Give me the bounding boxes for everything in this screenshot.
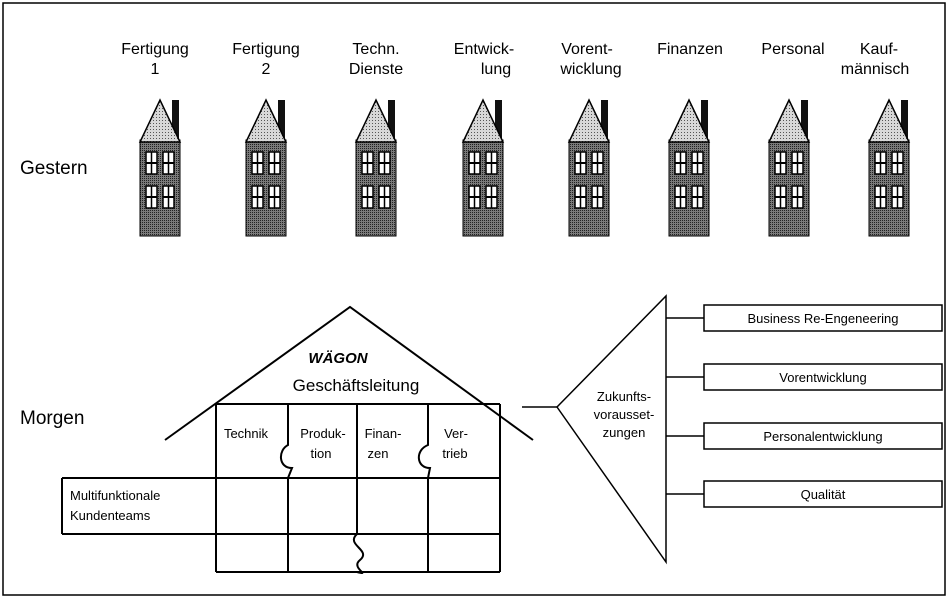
company-house	[61, 305, 534, 574]
triangle-shape	[556, 294, 667, 565]
top-label-8-line2: männisch	[841, 61, 909, 78]
dept-finanzen-line1: Finan-	[365, 426, 402, 441]
building-4	[461, 98, 505, 237]
building-chimney	[601, 100, 608, 140]
building-chimney	[701, 100, 708, 140]
building-3	[354, 98, 398, 237]
divider-finanzen-vertrieb	[417, 404, 432, 572]
building-1	[138, 98, 182, 237]
top-label-5-line1: Vorent-	[561, 41, 613, 58]
building-roof	[354, 98, 398, 143]
building-roof	[244, 98, 288, 143]
row-label-gestern: Gestern	[20, 158, 88, 179]
req-box-1	[703, 304, 943, 332]
future-label-line1: Zukunfts-	[597, 389, 651, 404]
top-label-3-line1: Techn.	[352, 41, 399, 58]
building-roof	[767, 98, 811, 143]
future-label-line3: zungen	[603, 425, 646, 440]
building-chimney	[172, 100, 179, 140]
building-roof	[567, 98, 611, 143]
top-label-2-line2: 2	[262, 61, 271, 78]
building-chimney	[278, 100, 285, 140]
top-label-1-line1: Fertigung	[121, 41, 189, 58]
future-label-line2: vorausset-	[594, 407, 655, 422]
building-7	[767, 98, 811, 237]
building-roof	[461, 98, 505, 143]
top-label-6-line1: Finanzen	[657, 41, 723, 58]
management-label: Geschäftsleitung	[293, 376, 420, 395]
req-box-3	[703, 422, 943, 450]
building-5	[567, 98, 611, 237]
top-labels: Fertigung 1 Fertigung 2 Techn. Dienste E…	[121, 41, 909, 78]
company-logo: WÄGON	[308, 350, 368, 367]
req-label-3: Personalentwicklung	[763, 429, 882, 444]
teams-label-line1: Multifunktionale	[70, 488, 160, 503]
req-label-2: Vorentwicklung	[779, 370, 866, 385]
dept-produktion-line1: Produk-	[300, 426, 346, 441]
top-label-1-line2: 1	[151, 61, 160, 78]
divider-puzzle-knob-bottom	[353, 533, 364, 574]
dept-vertrieb-line1: Ver-	[444, 426, 468, 441]
building-8	[867, 98, 911, 237]
row-label-morgen: Morgen	[20, 408, 84, 429]
dept-finanzen-line2: zen	[368, 446, 389, 461]
building-chimney	[388, 100, 395, 140]
top-label-2-line1: Fertigung	[232, 41, 300, 58]
top-label-4-line1: Entwick-	[454, 41, 514, 58]
building-2	[244, 98, 288, 237]
building-chimney	[495, 100, 502, 140]
top-label-8-line1: Kauf-	[860, 41, 898, 58]
req-box-4	[703, 480, 943, 508]
building-roof	[867, 98, 911, 143]
top-label-7-line1: Personal	[761, 41, 824, 58]
req-label-1: Business Re-Engeneering	[747, 311, 898, 326]
building-roof	[138, 98, 182, 143]
divider-technik-produktion	[280, 404, 294, 572]
building-roof	[667, 98, 711, 143]
dept-technik: Technik	[224, 426, 269, 441]
dept-vertrieb-line2: trieb	[442, 446, 467, 461]
house-roof	[164, 305, 534, 441]
building-chimney	[901, 100, 908, 140]
building-6	[667, 98, 711, 237]
teams-label-line2: Kundenteams	[70, 508, 151, 523]
top-label-5-line2: wicklung	[559, 61, 621, 78]
top-label-3-line2: Dienste	[349, 61, 403, 78]
building-chimney	[801, 100, 808, 140]
future-triangle	[522, 294, 943, 565]
req-box-2	[703, 363, 943, 391]
buildings-row	[138, 98, 911, 237]
dept-produktion-line2: tion	[311, 446, 332, 461]
top-label-4-line2: lung	[481, 61, 511, 78]
req-label-4: Qualität	[801, 487, 846, 502]
